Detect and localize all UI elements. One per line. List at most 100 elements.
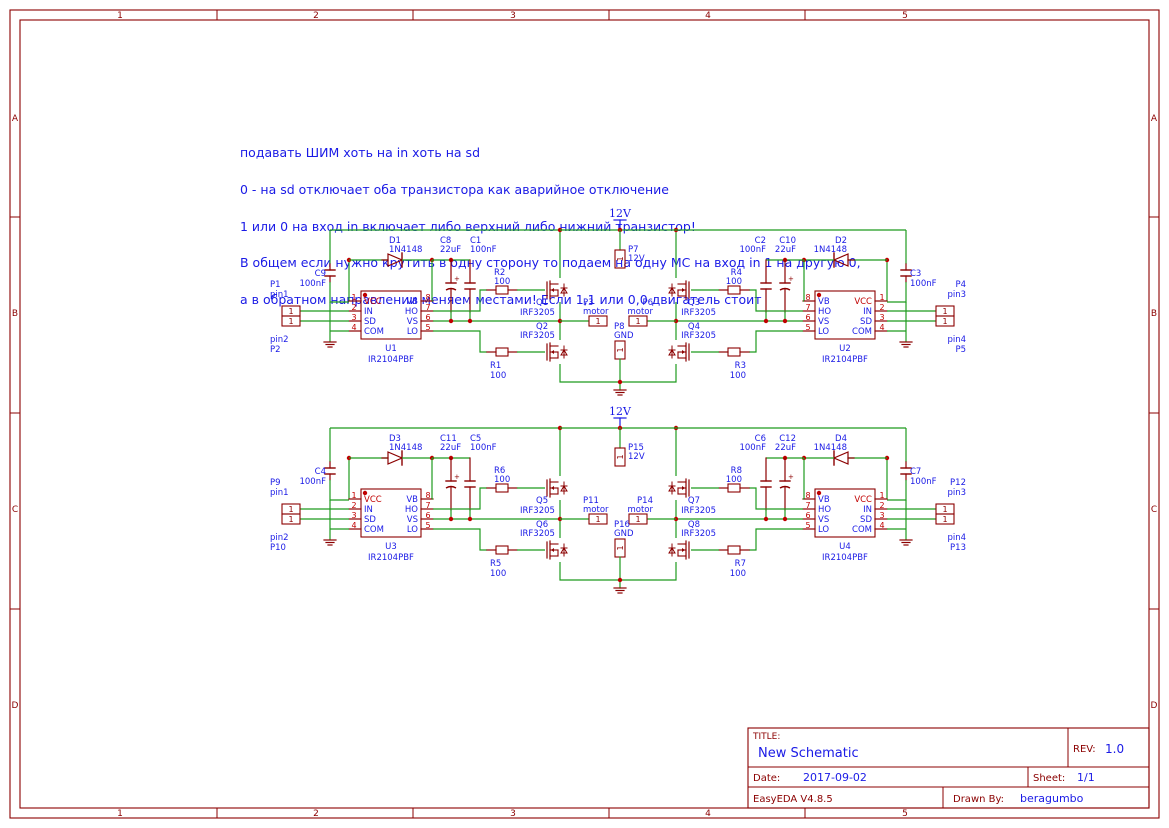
mosfet-diode (668, 349, 676, 356)
mosfet-part: IRF3205 (520, 331, 555, 341)
cap-plus: + (454, 473, 460, 481)
ic-pin-number: 8 (805, 491, 810, 500)
mosfet-designator: Q1 (536, 298, 548, 308)
junction (782, 516, 788, 522)
mosfet-diode (560, 349, 568, 356)
column-label-top: 5 (902, 11, 908, 21)
junction (467, 516, 473, 522)
wire (433, 330, 487, 353)
ic-pin-label: COM (852, 327, 872, 337)
resistor-value: 100 (726, 475, 742, 485)
ic-pin-label: IN (863, 505, 872, 515)
ic-part-number: IR2104PBF (822, 355, 868, 365)
note-line: подавать ШИМ хоть на in хоть на sd (240, 145, 481, 161)
connector-label: pin1 (270, 488, 289, 498)
power-label: 12V (609, 405, 632, 418)
junction (617, 577, 623, 583)
design-notes: подавать ШИМ хоть на in хоть на sd 0 - н… (240, 123, 861, 318)
mosfet-arrow (682, 288, 685, 292)
ic-pin-label: VS (407, 515, 418, 525)
column-label-bottom: 5 (902, 809, 908, 819)
ic-pin-label: COM (364, 525, 384, 535)
mosfet-part: IRF3205 (681, 529, 716, 539)
wire (749, 289, 803, 312)
connector-designator: P3 (583, 298, 594, 308)
mosfet-designator: Q8 (688, 520, 700, 530)
connector-designator: P6 (642, 298, 653, 308)
driver-ic-body (814, 488, 876, 538)
ic-pin-number: 2 (351, 303, 356, 312)
resistor-value: 100 (490, 569, 506, 579)
connector-designator: P1 (270, 280, 281, 290)
wire (433, 528, 487, 551)
column-label-bottom: 1 (117, 809, 123, 819)
column-label-top: 4 (705, 11, 711, 21)
wire (433, 487, 487, 510)
wire (749, 330, 803, 353)
cap-value: 100nF (739, 443, 766, 453)
ic-pin-number: 7 (425, 303, 430, 312)
mosfet-arrow (551, 548, 554, 552)
resistor-designator: R2 (494, 268, 505, 278)
connector-label: pin2 (270, 533, 289, 543)
cap-designator: C11 (440, 434, 457, 444)
column-label-top: 1 (117, 11, 123, 21)
mosfet-part: IRF3205 (520, 529, 555, 539)
pin-number: 1 (635, 317, 640, 326)
diode-designator: D4 (835, 434, 847, 444)
row-label-right: A (1151, 114, 1158, 124)
resistor-designator: R3 (735, 361, 746, 371)
diode-designator: D2 (835, 236, 847, 246)
cap-designator: C10 (779, 236, 796, 246)
cap-value: 100nF (470, 245, 497, 255)
ic-pin-number: 5 (805, 323, 810, 332)
ic-pin-number: 3 (351, 511, 356, 520)
ic-designator: U3 (385, 542, 397, 552)
ic-pin-label: SD (364, 317, 376, 327)
pin-number: 1 (616, 454, 625, 459)
ic-pin-label: IN (364, 307, 373, 317)
mosfet-designator: Q7 (688, 496, 700, 506)
diode-designator: D3 (389, 434, 401, 444)
wire (329, 282, 349, 303)
connector-pin (281, 513, 301, 525)
mosfet-part: IRF3205 (681, 308, 716, 318)
mosfet-symbol (668, 342, 690, 362)
mosfet-diode (668, 485, 676, 492)
cap-plus: + (788, 275, 794, 283)
ic-pin-number: 5 (425, 521, 430, 530)
resistor-body (495, 347, 509, 357)
title-block-border (747, 727, 1150, 809)
mosfet-arrow (551, 288, 554, 292)
ic-designator: U1 (385, 344, 397, 354)
connector-designator: P2 (270, 345, 281, 355)
junction (467, 318, 473, 324)
ic-pin-number: 6 (425, 511, 430, 520)
connector-label: pin1 (270, 290, 289, 300)
resistor-value: 100 (494, 475, 510, 485)
ic-pin-number: 1 (351, 491, 356, 500)
connector-label: motor (627, 307, 653, 317)
ic-pin-label: LO (818, 327, 829, 337)
ic-pin-number: 5 (425, 323, 430, 332)
drawn-by-value: beragumbo (1020, 792, 1084, 805)
resistor-designator: R6 (494, 466, 505, 476)
date-value: 2017-09-02 (803, 771, 867, 784)
tool-name: EasyEDA V4.8.5 (753, 794, 833, 805)
resistor-value: 100 (490, 371, 506, 381)
rev-value: 1.0 (1105, 742, 1124, 756)
diode-part: 1N4148 (389, 443, 422, 453)
date-label: Date: (753, 773, 780, 784)
connector-label: GND (614, 331, 634, 341)
ic-pin-label: VB (818, 297, 830, 307)
mosfet-arrow (682, 486, 685, 490)
resistor-body (727, 347, 741, 357)
note-line: 1 или 0 на вход in включает либо верхний… (240, 218, 696, 234)
cap-value: 100nF (910, 279, 937, 289)
junction (362, 292, 368, 298)
pin-number: 1 (616, 256, 625, 261)
mosfet-arrow (682, 548, 685, 552)
